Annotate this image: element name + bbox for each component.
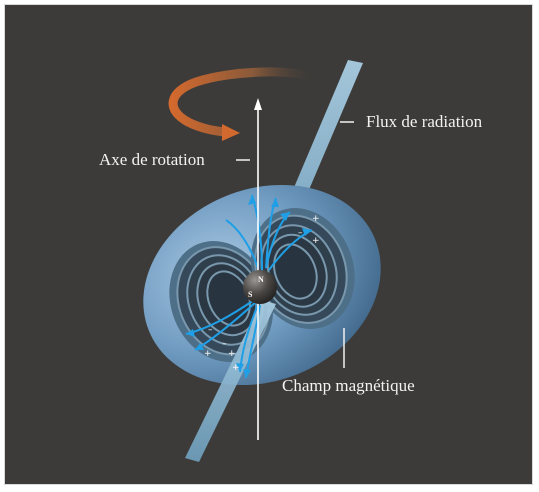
rotation-axis-label: Axe de rotation: [99, 150, 205, 169]
svg-text:+: +: [312, 214, 320, 224]
north-pole-label: N: [258, 275, 264, 284]
svg-text:–: –: [298, 228, 303, 238]
svg-text:+: +: [232, 363, 240, 373]
curved-arrow-icon: [168, 67, 323, 141]
radiation-flux-label: Flux de radiation: [366, 112, 483, 131]
arrow-up-icon: [254, 98, 262, 110]
south-pole-label: S: [248, 290, 253, 299]
arrowheads-bottom: [186, 329, 251, 378]
charge-marks: + + – + + + – –: [204, 214, 320, 373]
svg-text:+: +: [228, 349, 236, 359]
neutron-star: [243, 270, 277, 304]
svg-text:–: –: [222, 339, 227, 349]
arrowheads-top: [248, 195, 312, 236]
svg-text:–: –: [208, 325, 213, 335]
svg-text:+: +: [312, 236, 320, 246]
svg-text:+: +: [204, 349, 212, 359]
magnetic-field-label: Champ magnétique: [282, 376, 415, 395]
